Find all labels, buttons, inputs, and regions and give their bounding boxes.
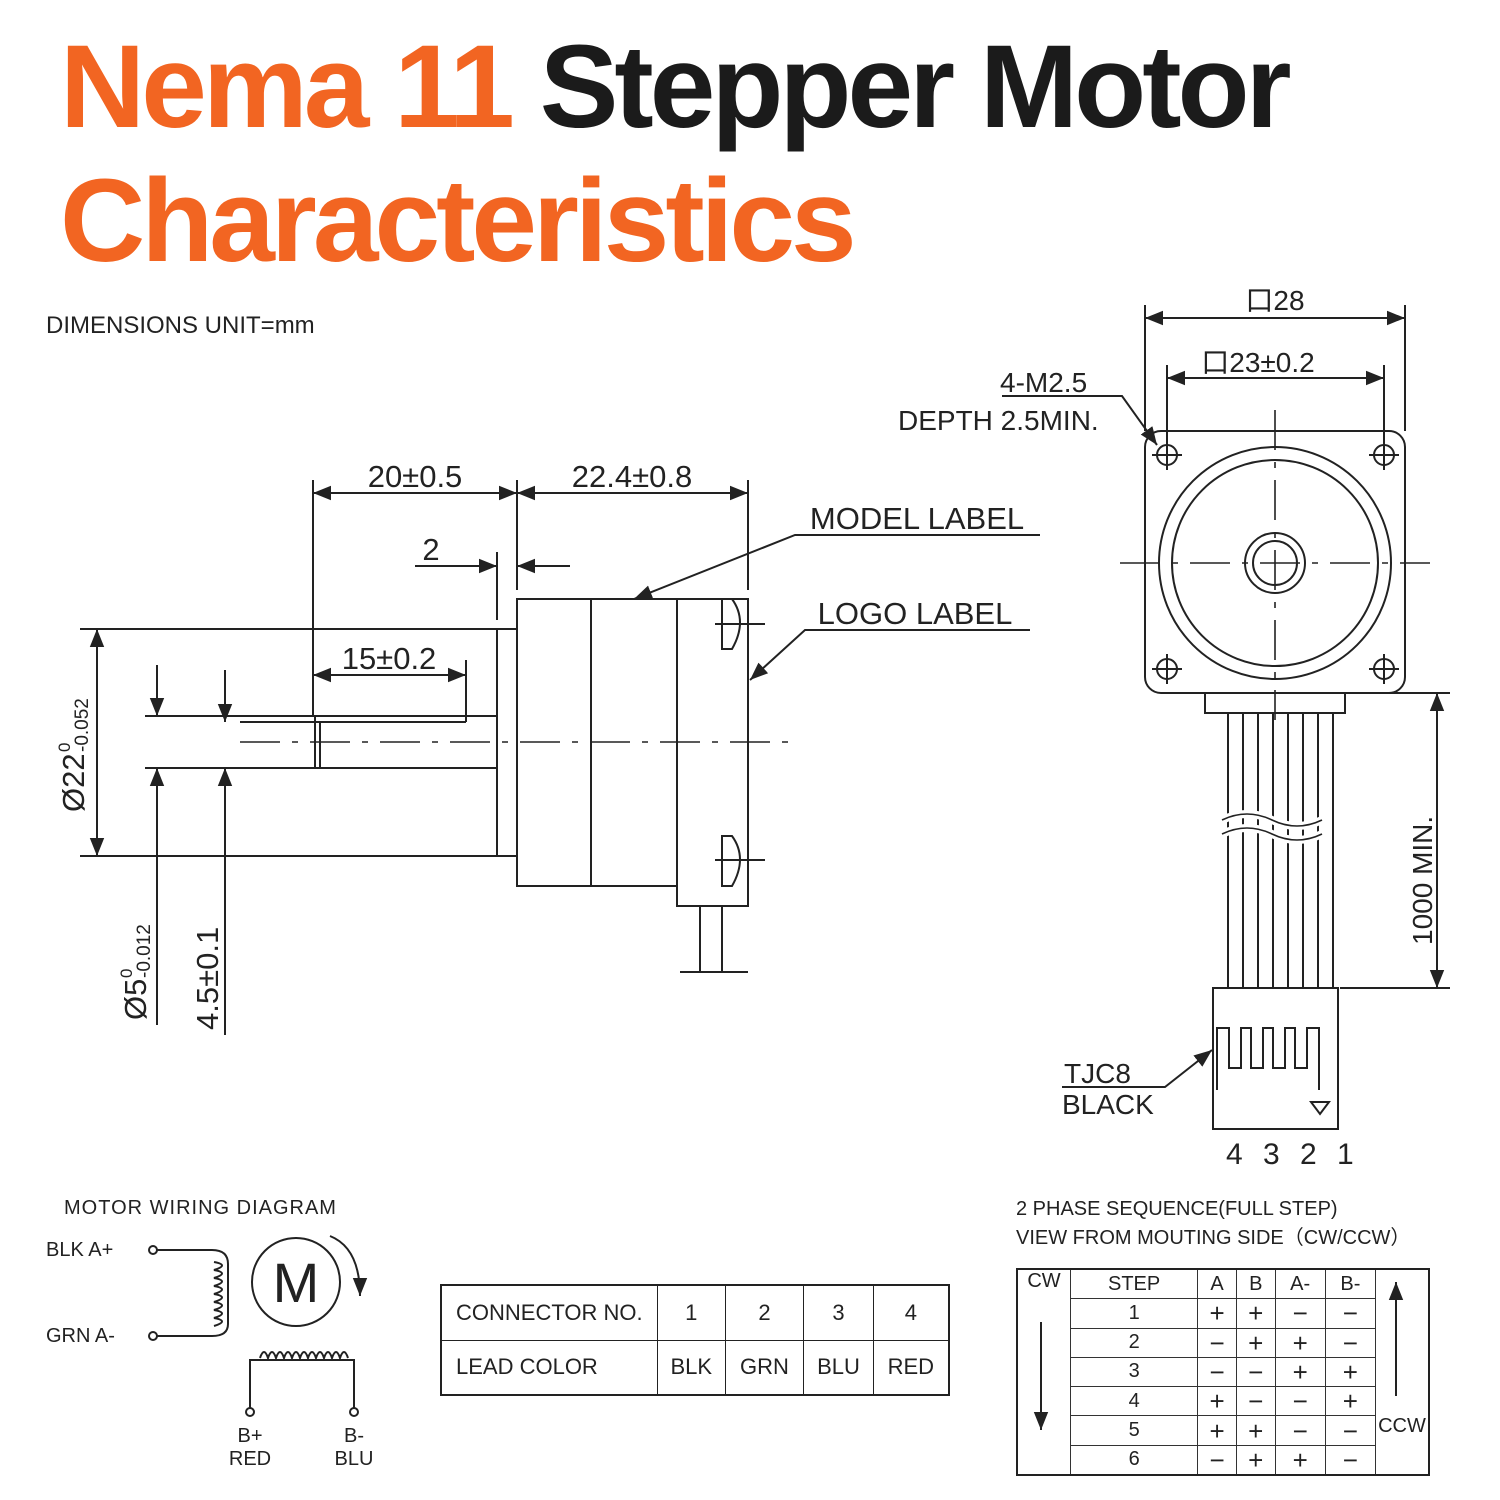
phase-sign: + bbox=[1235, 1327, 1276, 1358]
motor-symbol: M bbox=[273, 1251, 320, 1314]
dim-outer-square: 口28 bbox=[1245, 285, 1304, 316]
phase-sign: + bbox=[1197, 1386, 1237, 1417]
step-number: 6 bbox=[1069, 1444, 1199, 1476]
connector-no-cell: 1 bbox=[657, 1284, 726, 1341]
phase-sign: − bbox=[1197, 1356, 1237, 1388]
seq-header: B bbox=[1235, 1268, 1276, 1300]
front-view bbox=[1002, 305, 1450, 1130]
phase-sign: + bbox=[1235, 1415, 1276, 1446]
wire-a-minus: GRN A- bbox=[46, 1325, 115, 1347]
seq-row: 1 + + − − bbox=[1017, 1298, 1429, 1329]
sequence-subtitle: VIEW FROM MOUTING SIDE（CW/CCW） bbox=[1016, 1226, 1410, 1249]
seq-row: 3 − − + + bbox=[1017, 1356, 1429, 1388]
ccw-label: CCW bbox=[1375, 1269, 1430, 1475]
phase-sign: + bbox=[1324, 1386, 1377, 1417]
svg-text:Ø22: Ø22 bbox=[56, 753, 91, 812]
connector-no-header: CONNECTOR NO. bbox=[440, 1284, 658, 1341]
connector-color: BLACK bbox=[1062, 1089, 1154, 1120]
seq-header: B- bbox=[1324, 1268, 1377, 1300]
phase-sign: − bbox=[1324, 1327, 1377, 1358]
screw-spec: 4-M2.5 bbox=[1000, 367, 1087, 398]
wire-b-plus: B+ bbox=[237, 1425, 262, 1447]
dim-boss-length: 2 bbox=[422, 532, 439, 567]
phase-sign: + bbox=[1197, 1298, 1237, 1329]
phase-sign: − bbox=[1274, 1298, 1326, 1329]
page-title-line1: Nema 11 Stepper Motor bbox=[60, 28, 1292, 146]
lead-color-cell: RED bbox=[872, 1339, 950, 1396]
step-number: 5 bbox=[1069, 1415, 1199, 1446]
phase-sign: − bbox=[1274, 1386, 1326, 1417]
phase-sign: + bbox=[1274, 1356, 1326, 1388]
connector-table: CONNECTOR NO. 1 2 3 4 LEAD COLOR BLK GRN… bbox=[440, 1284, 950, 1396]
wire-b-minus: B- bbox=[344, 1425, 364, 1447]
title-product: Stepper Motor bbox=[539, 21, 1292, 153]
phase-sign: − bbox=[1274, 1415, 1326, 1446]
page-title-line2: Characteristics bbox=[60, 155, 857, 287]
phase-sign: − bbox=[1324, 1298, 1377, 1329]
svg-text:0: 0 bbox=[117, 969, 136, 978]
phase-sign: + bbox=[1197, 1415, 1237, 1446]
title-model: Nema 11 bbox=[60, 21, 515, 153]
wiring-title: MOTOR WIRING DIAGRAM bbox=[64, 1197, 337, 1219]
cw-label: CW bbox=[1016, 1269, 1071, 1475]
sequence-title: 2 PHASE SEQUENCE(FULL STEP) bbox=[1016, 1198, 1338, 1220]
dim-boss-diameter: Ø22 0 -0.052 bbox=[55, 698, 93, 812]
phase-sign: − bbox=[1324, 1415, 1377, 1446]
seq-row: 5 + + − − bbox=[1017, 1415, 1429, 1446]
seq-header: A bbox=[1197, 1268, 1237, 1300]
lead-color-cell: BLK bbox=[657, 1339, 726, 1396]
phase-sign: + bbox=[1274, 1444, 1326, 1476]
phase-sequence-table: CW STEP A B A- B- CCW 1 + + − − 2 − + + … bbox=[1016, 1268, 1430, 1476]
dim-shaft-length: 20±0.5 bbox=[368, 459, 463, 494]
phase-sign: − bbox=[1324, 1444, 1377, 1476]
phase-sign: − bbox=[1197, 1444, 1237, 1476]
phase-sign: + bbox=[1274, 1327, 1326, 1358]
connector-no-cell: 2 bbox=[724, 1284, 805, 1341]
lead-color-cell: BLU bbox=[803, 1339, 874, 1396]
phase-sign: + bbox=[1235, 1298, 1276, 1329]
svg-text:Ø5: Ø5 bbox=[118, 979, 153, 1020]
lead-length: 1000 MIN. bbox=[1407, 816, 1438, 945]
lead-color-cell: GRN bbox=[724, 1339, 805, 1396]
svg-text:0: 0 bbox=[55, 743, 74, 752]
dim-body-length: 22.4±0.8 bbox=[572, 459, 692, 494]
model-label-callout: MODEL LABEL bbox=[810, 501, 1024, 536]
seq-header: STEP bbox=[1069, 1268, 1199, 1300]
svg-text:-0.052: -0.052 bbox=[72, 698, 93, 752]
units-note: DIMENSIONS UNIT=mm bbox=[46, 312, 315, 339]
step-number: 2 bbox=[1069, 1327, 1199, 1358]
step-number: 1 bbox=[1069, 1298, 1199, 1329]
wire-b-plus-color: RED bbox=[229, 1448, 271, 1470]
connector-pin-numbers: 4 3 2 1 bbox=[1226, 1138, 1360, 1171]
seq-row: 4 + − − + bbox=[1017, 1386, 1429, 1417]
connector-type: TJC8 bbox=[1064, 1058, 1131, 1089]
phase-sign: + bbox=[1324, 1356, 1377, 1388]
seq-header: A- bbox=[1274, 1268, 1326, 1300]
phase-sign: − bbox=[1235, 1356, 1276, 1388]
dim-flat-depth: 4.5±0.1 bbox=[190, 927, 225, 1030]
step-number: 3 bbox=[1069, 1356, 1199, 1388]
dim-hole-square: 口23±0.2 bbox=[1201, 347, 1314, 378]
svg-text:-0.012: -0.012 bbox=[134, 924, 155, 978]
phase-sign: + bbox=[1235, 1444, 1276, 1476]
phase-sign: − bbox=[1235, 1386, 1276, 1417]
logo-label-callout: LOGO LABEL bbox=[818, 596, 1013, 631]
lead-color-header: LEAD COLOR bbox=[440, 1339, 658, 1396]
dim-flat-length: 15±0.2 bbox=[342, 641, 437, 676]
screw-depth: DEPTH 2.5MIN. bbox=[898, 405, 1099, 436]
seq-row: 2 − + + − bbox=[1017, 1327, 1429, 1358]
phase-sign: − bbox=[1197, 1327, 1237, 1358]
wire-a-plus: BLK A+ bbox=[46, 1239, 113, 1261]
dim-shaft-diameter: Ø5 0 -0.012 bbox=[117, 924, 155, 1020]
wire-b-minus-color: BLU bbox=[335, 1448, 374, 1470]
step-number: 4 bbox=[1069, 1386, 1199, 1417]
connector-no-cell: 3 bbox=[803, 1284, 874, 1341]
side-view bbox=[80, 480, 1040, 1035]
connector-no-cell: 4 bbox=[872, 1284, 950, 1341]
seq-row: 6 − + + − bbox=[1017, 1444, 1429, 1476]
